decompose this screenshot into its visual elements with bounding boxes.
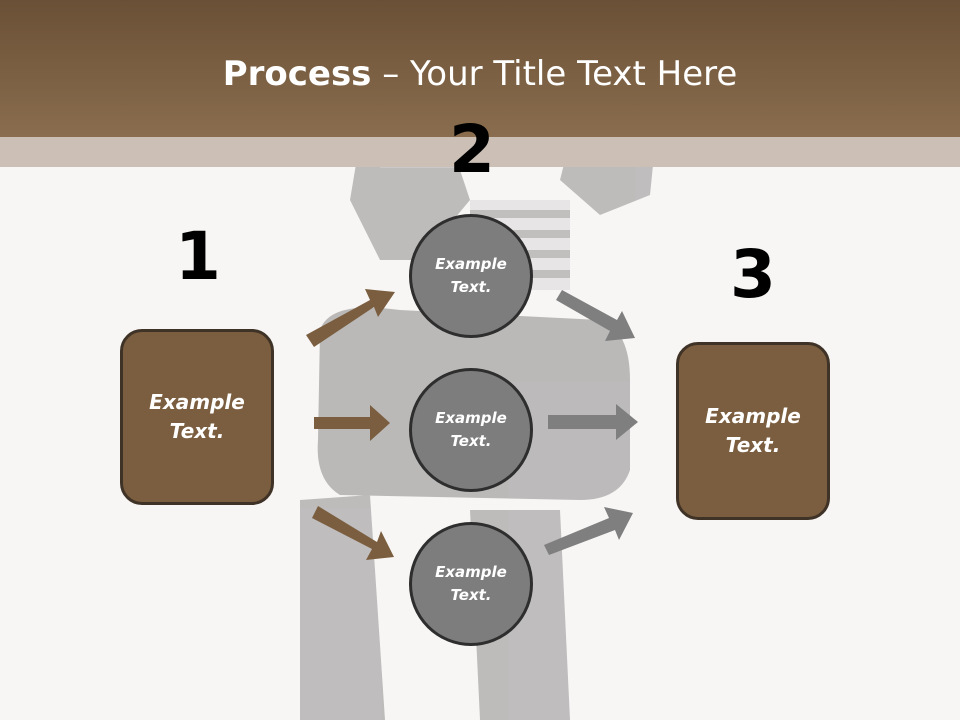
step-1-box: Example Text. bbox=[120, 329, 274, 505]
arrow-out-bottom bbox=[544, 507, 633, 555]
title-bold: Process bbox=[222, 54, 372, 94]
arrow-in-bottom bbox=[312, 506, 394, 560]
step-2-circle-middle: Example Text. bbox=[409, 368, 533, 492]
header-bar bbox=[0, 0, 960, 137]
arrow-out-top bbox=[556, 290, 635, 341]
arrow-in-top bbox=[306, 289, 395, 347]
header-band bbox=[0, 137, 960, 167]
page-title: Process – Your Title Text Here bbox=[0, 52, 960, 96]
step-2-circle-middle-text: Example Text. bbox=[435, 409, 507, 450]
step-2-circle-top-text: Example Text. bbox=[435, 255, 507, 296]
step-2-number: 2 bbox=[449, 111, 495, 188]
arrow-out-middle bbox=[548, 404, 638, 440]
arrow-in-middle bbox=[314, 405, 390, 441]
step-2-circle-bottom-text: Example Text. bbox=[435, 563, 507, 604]
step-3-box: Example Text. bbox=[676, 342, 830, 520]
step-3-text: Example Text. bbox=[705, 404, 801, 457]
step-2-circle-top: Example Text. bbox=[409, 214, 533, 338]
step-1-text: Example Text. bbox=[149, 390, 245, 443]
title-rest: – Your Title Text Here bbox=[371, 54, 738, 94]
step-3-number: 3 bbox=[730, 236, 776, 313]
step-2-circle-bottom: Example Text. bbox=[409, 522, 533, 646]
step-1-number: 1 bbox=[175, 218, 221, 295]
